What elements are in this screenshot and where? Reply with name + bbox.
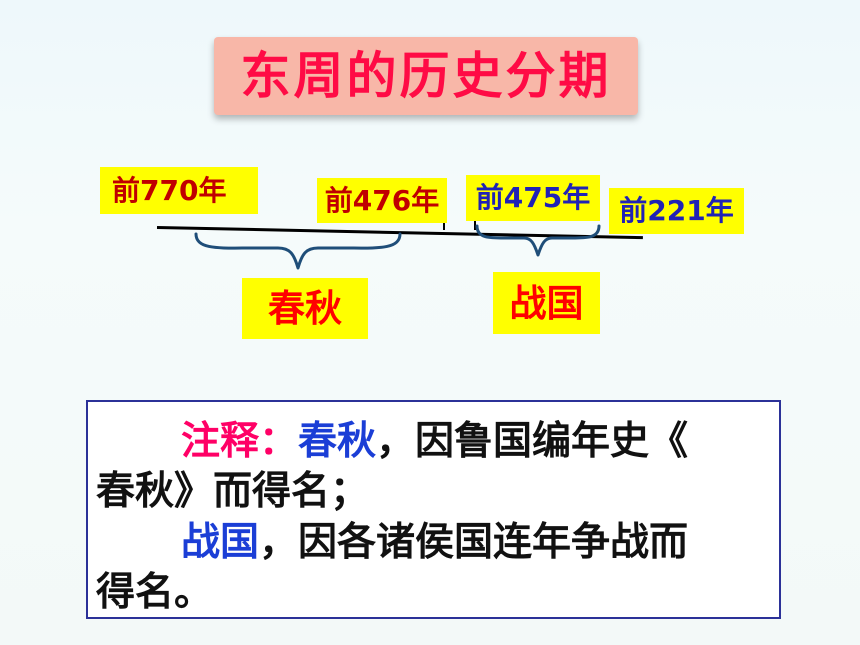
year-475-text: 前475年: [475, 181, 591, 214]
annotation-text-2: 春秋》而得名；: [96, 469, 370, 514]
annotation-prefix: 注释：: [181, 419, 299, 464]
annotation-text-3: ，因各诸侯国连年争战而: [259, 520, 689, 565]
slide-title: 东周的历史分期: [240, 47, 612, 105]
year-label-770: 前770年: [100, 167, 258, 214]
annotation-term-zhanguo: 战国: [181, 520, 260, 565]
year-770-text: 前770年: [112, 173, 227, 207]
timeline-divider-left: [443, 220, 445, 230]
annotation-line-3: 战国，因各诸侯国连年争战而: [181, 523, 688, 562]
period-label-chunqiu: 春秋: [242, 278, 368, 339]
brace-zhanguo: [475, 224, 601, 257]
timeline-divider-right: [474, 220, 476, 230]
year-label-221: 前221年: [609, 188, 744, 234]
period-chunqiu-text: 春秋: [268, 287, 342, 330]
annotation-line-2: 春秋》而得名；: [96, 472, 369, 511]
title-box: 东周的历史分期: [214, 37, 638, 115]
annotation-text-4: 得名。: [96, 570, 214, 615]
year-label-475: 前475年: [466, 175, 600, 221]
year-label-476: 前476年: [317, 178, 447, 223]
annotation-box: 注释：春秋，因鲁国编年史《 春秋》而得名； 战国，因各诸侯国连年争战而 得名。: [86, 400, 781, 619]
year-221-text: 前221年: [619, 194, 734, 227]
annotation-line-1: 注释：春秋，因鲁国编年史《: [181, 422, 688, 461]
period-zhanguo-text: 战国: [509, 281, 584, 325]
annotation-term-chunqiu: 春秋: [298, 419, 377, 464]
annotation-line-4: 得名。: [96, 573, 213, 612]
brace-chunqiu: [194, 232, 402, 270]
period-label-zhanguo: 战国: [493, 272, 600, 334]
annotation-text-1: ，因鲁国编年史《: [376, 419, 689, 464]
year-476-text: 前476年: [324, 183, 440, 217]
